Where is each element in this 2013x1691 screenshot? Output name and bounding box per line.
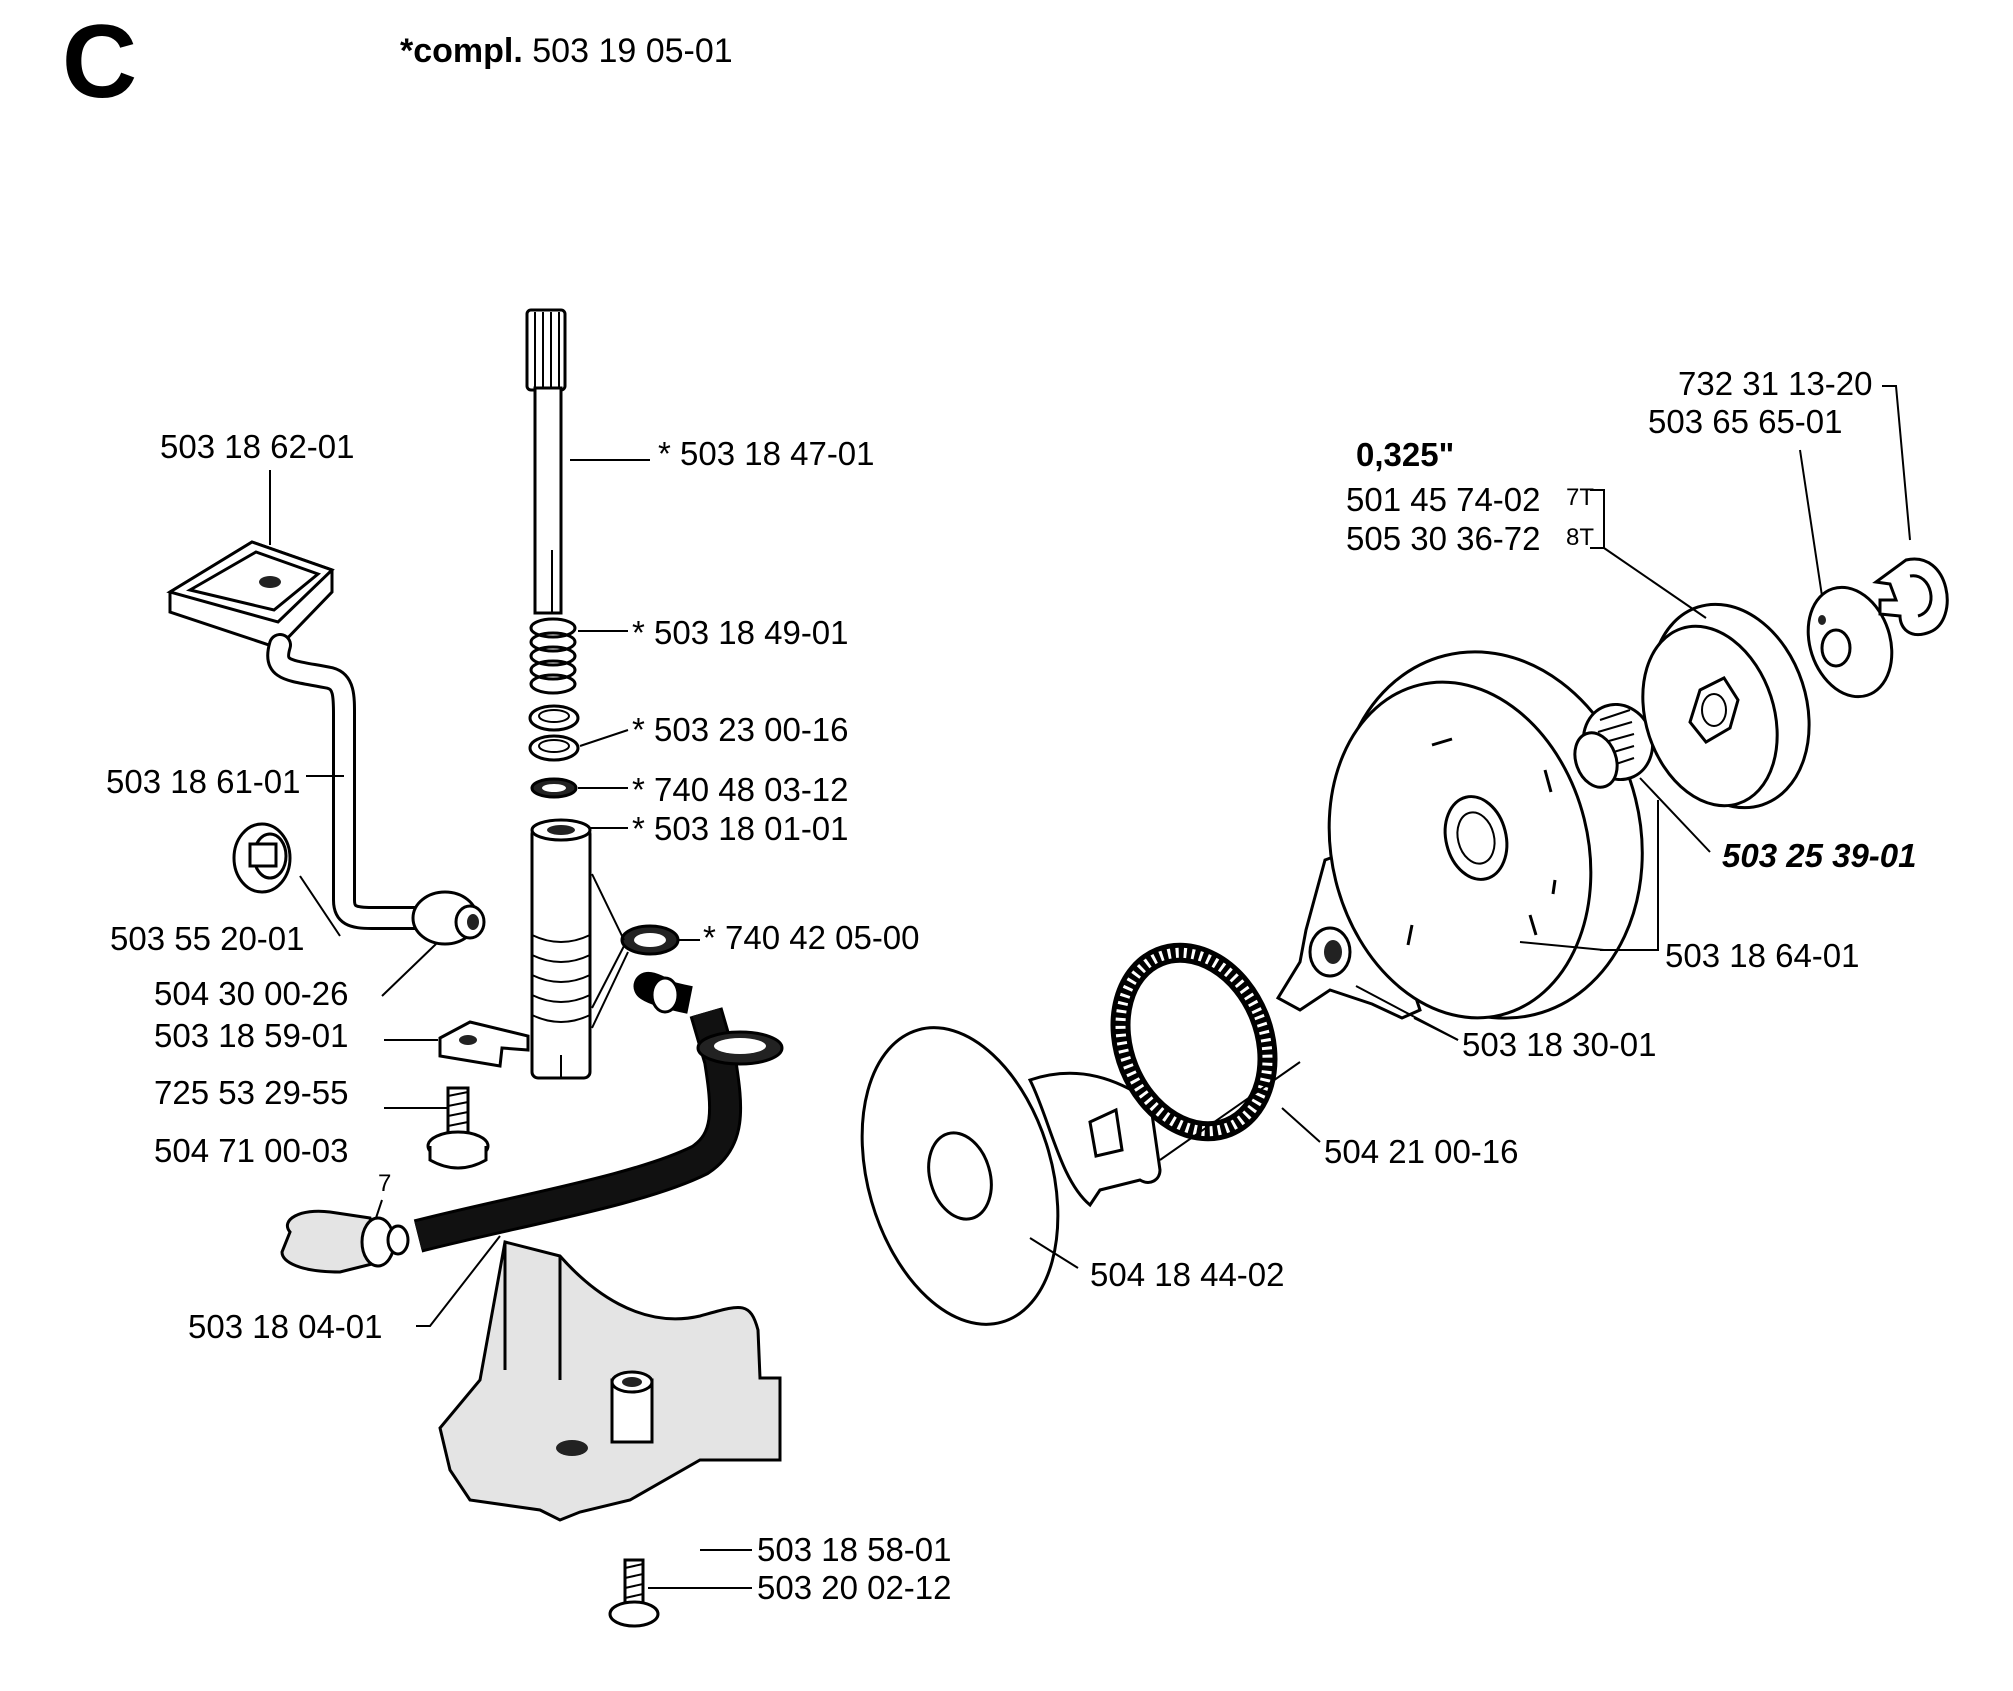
retaining-plate xyxy=(438,1020,530,1068)
label-503-18-01-01: * 503 18 01-01 xyxy=(632,810,849,847)
label-503-18-64-01: 503 18 64-01 xyxy=(1665,937,1860,974)
label-tooth-8t: 8T xyxy=(1566,524,1595,551)
label-chain-pitch: 0,325" xyxy=(1356,436,1455,473)
guide-plate-screw xyxy=(608,1558,660,1628)
label-503-18-59-01: 503 18 59-01 xyxy=(154,1017,349,1054)
label-504-71-00-03: 504 71 00-03 xyxy=(154,1132,349,1169)
pump-screw xyxy=(426,1086,490,1170)
label-503-20-02-12: 503 20 02-12 xyxy=(757,1569,952,1606)
guide-plate xyxy=(438,1240,782,1522)
pump-shaft xyxy=(525,308,567,615)
cushion-pad xyxy=(166,540,335,650)
label-504-18-44-02: 504 18 44-02 xyxy=(1090,1256,1285,1293)
label-filter-ref: 7 xyxy=(378,1170,392,1197)
label-503-55-20-01: 503 55 20-01 xyxy=(110,920,305,957)
grommet xyxy=(232,822,292,894)
section-letter: C xyxy=(62,4,138,120)
label-504-30-00-26: 504 30 00-26 xyxy=(154,975,349,1012)
kit-header: *compl. 503 19 05-01 xyxy=(400,34,733,68)
label-503-18-47-01: * 503 18 47-01 xyxy=(658,435,875,472)
clutch-spring xyxy=(1110,942,1278,1142)
pump-housing xyxy=(530,818,592,1080)
pump-o-ring xyxy=(620,924,680,956)
label-505-30-36-72: 505 30 36-72 xyxy=(1346,520,1541,557)
label-501-45-74-02: 501 45 74-02 xyxy=(1346,481,1541,518)
clutch-washer xyxy=(860,1026,1060,1326)
label-740-48-03-12: * 740 48 03-12 xyxy=(632,771,849,808)
label-725-53-29-55: 725 53 29-55 xyxy=(154,1074,349,1111)
oil-filter xyxy=(280,1209,410,1274)
label-732-31-13-20: 732 31 13-20 xyxy=(1678,365,1873,402)
pump-spring xyxy=(529,617,577,695)
oil-tube-upper xyxy=(266,633,432,930)
label-503-25-39-01: 503 25 39-01 xyxy=(1722,837,1917,874)
needle-bearing xyxy=(1573,702,1654,789)
suction-hose xyxy=(413,971,784,1253)
label-503-65-65-01: 503 65 65-01 xyxy=(1648,403,1843,440)
e-clip xyxy=(1872,557,1949,637)
leader-lines xyxy=(269,385,1911,1589)
clutch-drum xyxy=(1327,650,1644,1020)
nipple-fitting xyxy=(411,890,486,946)
label-503-18-04-01: 503 18 04-01 xyxy=(188,1308,383,1345)
kit-part-number: 503 19 05-01 xyxy=(532,32,733,70)
label-504-21-00-16: 504 21 00-16 xyxy=(1324,1133,1519,1170)
sprocket xyxy=(1641,602,1811,810)
label-503-18-58-01: 503 18 58-01 xyxy=(757,1531,952,1568)
label-tooth-7t: 7T xyxy=(1566,484,1595,511)
label-503-18-61-01: 503 18 61-01 xyxy=(106,763,301,800)
label-503-18-62-01: 503 18 62-01 xyxy=(160,428,355,465)
kit-prefix: *compl. xyxy=(400,32,523,70)
pump-seals xyxy=(528,704,580,799)
label-503-18-30-01: 503 18 30-01 xyxy=(1462,1026,1657,1063)
clutch-shoe xyxy=(1027,1071,1162,1208)
sprocket-washer xyxy=(1806,585,1894,699)
label-503-23-00-16: * 503 23 00-16 xyxy=(632,711,849,748)
label-503-18-49-01: * 503 18 49-01 xyxy=(632,614,849,651)
label-740-42-05-00: * 740 42 05-00 xyxy=(703,919,920,956)
